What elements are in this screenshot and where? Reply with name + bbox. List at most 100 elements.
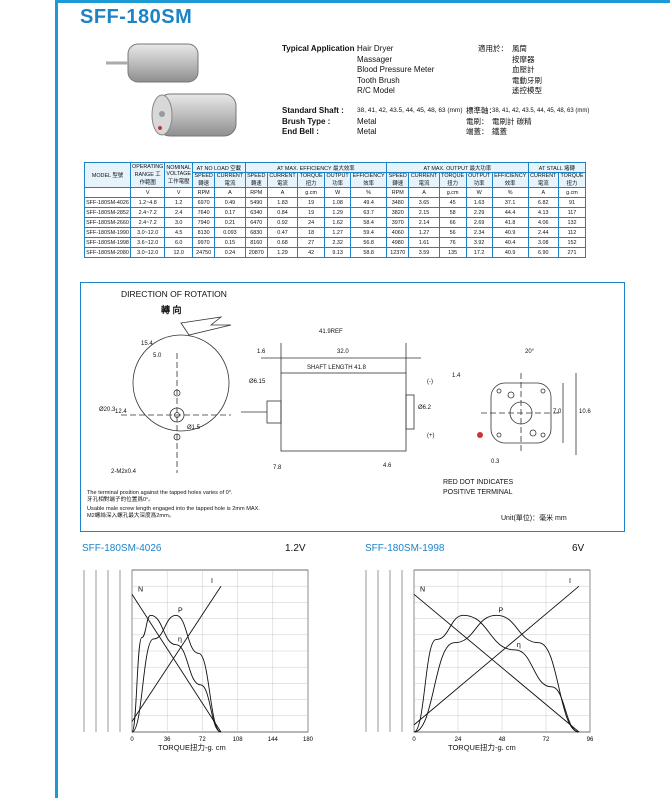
red-dot-note-1: RED DOT INDICATES <box>443 479 514 486</box>
series-label-I: I <box>211 578 213 585</box>
note-2: Usable male screw length engaged into th… <box>87 506 260 512</box>
table-header-cell: CURRENT 電流 <box>527 172 559 188</box>
application-cn-item: 風筒 <box>512 44 527 53</box>
table-cell: 117 <box>557 207 587 218</box>
table-cell: 6.82 <box>527 197 559 208</box>
dim-shaft-length: SHAFT LENGTH 41.8 <box>307 365 366 371</box>
table-cell: 59.4 <box>350 227 388 238</box>
table-cell: 12.0 <box>164 247 194 258</box>
table-cell: 58.8 <box>350 247 388 258</box>
table-unit-cell: W <box>324 187 352 198</box>
table-cell: 37.1 <box>491 197 529 208</box>
table-cell: SFF-180SM-2080 <box>84 247 131 258</box>
table-cell: 5490 <box>244 197 268 208</box>
chart-voltage-2: 6V <box>572 543 585 554</box>
table-unit-cell: g.cm <box>438 187 467 198</box>
table-cell: 4.06 <box>527 217 559 228</box>
series-line-η <box>131 614 222 733</box>
table-cell: 3.0 <box>164 217 194 228</box>
table-cell: 0.15 <box>214 237 246 248</box>
chart-title-2: SFF-180SM-1998 <box>365 543 445 554</box>
endbell-value: Metal <box>357 127 377 136</box>
table-unit-cell: A <box>214 187 246 198</box>
table-cell: 2.14 <box>408 217 440 228</box>
dim-320: 32.0 <box>337 349 349 355</box>
table-cell: 45 <box>438 197 467 208</box>
table-cell: 3.59 <box>408 247 440 258</box>
brush-value: Metal <box>357 116 377 126</box>
table-cell: 2.4~7.2 <box>129 207 166 218</box>
table-unit-cell: V <box>129 187 166 198</box>
table-cell: SFF-180SM-4026 <box>84 197 131 208</box>
note-1: The terminal position against the tapped… <box>87 490 233 496</box>
dim-615: Ø6.15 <box>249 379 266 385</box>
dim-screw: 2-M2x0.4 <box>111 469 137 475</box>
terminal-plus: (+) <box>427 433 435 439</box>
dim-124: 12.4 <box>115 409 127 415</box>
application-list: Hair Dryer Massager Blood Pressure Meter… <box>357 44 434 97</box>
endbell-cn-label: 端蓋： <box>466 127 489 136</box>
table-cell: 1.61 <box>408 237 440 248</box>
application-label: Typical Application : <box>282 44 360 53</box>
application-item: R/C Model <box>357 86 395 95</box>
table-cell: 66 <box>438 217 467 228</box>
note-2-cn: M2螺絲深入螺孔最大深度爲2mm。 <box>87 513 175 519</box>
unit-note: Unit(單位)：毫米 mm <box>501 515 567 522</box>
chart-title-1: SFF-180SM-4026 <box>82 543 162 554</box>
note-1-cn: 牙孔相對端子的位置爲0°。 <box>87 497 154 503</box>
brush-cn-value: 電刷計 碳精 <box>492 116 532 126</box>
application-cn-item: 電動牙刷 <box>512 75 542 85</box>
table-cell: SFF-180SM-2660 <box>84 217 131 228</box>
table-cell: 8160 <box>244 237 268 248</box>
table-cell: 27 <box>297 237 326 248</box>
table-cell: 6.90 <box>527 247 559 258</box>
table-header-cell: EFFICIENCY 效率 <box>350 172 388 188</box>
table-unit-cell: % <box>491 187 529 198</box>
dim-70: 7.0 <box>553 409 562 415</box>
table-header-cell: TORQUE 扭力 <box>438 172 467 188</box>
table-cell: 42 <box>297 247 326 258</box>
table-header-cell: SPEED 轉速 <box>192 172 216 188</box>
series-label-η: η <box>178 637 182 644</box>
table-cell: 2.69 <box>465 217 493 228</box>
table-cell: 1.63 <box>465 197 493 208</box>
table-cell: 1.29 <box>266 247 299 258</box>
table-cell: 1.27 <box>324 227 352 238</box>
table-cell: 2.4 <box>164 207 194 218</box>
table-cell: 1.08 <box>324 197 352 208</box>
dim-46: 4.6 <box>383 463 392 469</box>
table-cell: 271 <box>557 247 587 258</box>
table-cell: 4.13 <box>527 207 559 218</box>
direction-cn: 轉 向 <box>161 305 182 315</box>
table-cell: 1.27 <box>408 227 440 238</box>
series-line-I <box>413 585 580 726</box>
table-cell: 2.15 <box>408 207 440 218</box>
table-cell: 112 <box>557 227 587 238</box>
table-cell: 132 <box>557 217 587 228</box>
endbell-label: End Bell : <box>282 127 319 136</box>
x-tick-label: 180 <box>303 737 314 743</box>
chart-xlabel-1: TORQUE扭力-g. cm <box>158 743 226 752</box>
top-rule <box>58 0 670 3</box>
table-cell: 56.8 <box>350 237 388 248</box>
table-cell: 44.4 <box>491 207 529 218</box>
table-unit-cell: V <box>164 187 194 198</box>
table-cell: 1.62 <box>324 217 352 228</box>
table-cell: 3480 <box>386 197 410 208</box>
table-cell: 0.093 <box>214 227 246 238</box>
endbell-cn-value: 鐵蓋 <box>492 127 507 136</box>
standard-values: 38, 41, 42, 43.5, 44, 45, 48, 63 (mm) Me… <box>357 106 463 138</box>
application-cn-item: 遙控模型 <box>512 86 542 95</box>
table-unit-cell: W <box>465 187 493 198</box>
table-header-cell: AT MAX. OUTPUT 最大功率 <box>386 162 529 173</box>
table-header-cell: CURRENT 電流 <box>408 172 440 188</box>
table-cell: 40.4 <box>491 237 529 248</box>
table-cell: 3.0~12.0 <box>129 247 166 258</box>
table-unit-cell: A <box>408 187 440 198</box>
dim-15: Ø1.5 <box>187 425 201 431</box>
endbell-outline <box>132 334 230 432</box>
table-cell: 17.2 <box>465 247 493 258</box>
